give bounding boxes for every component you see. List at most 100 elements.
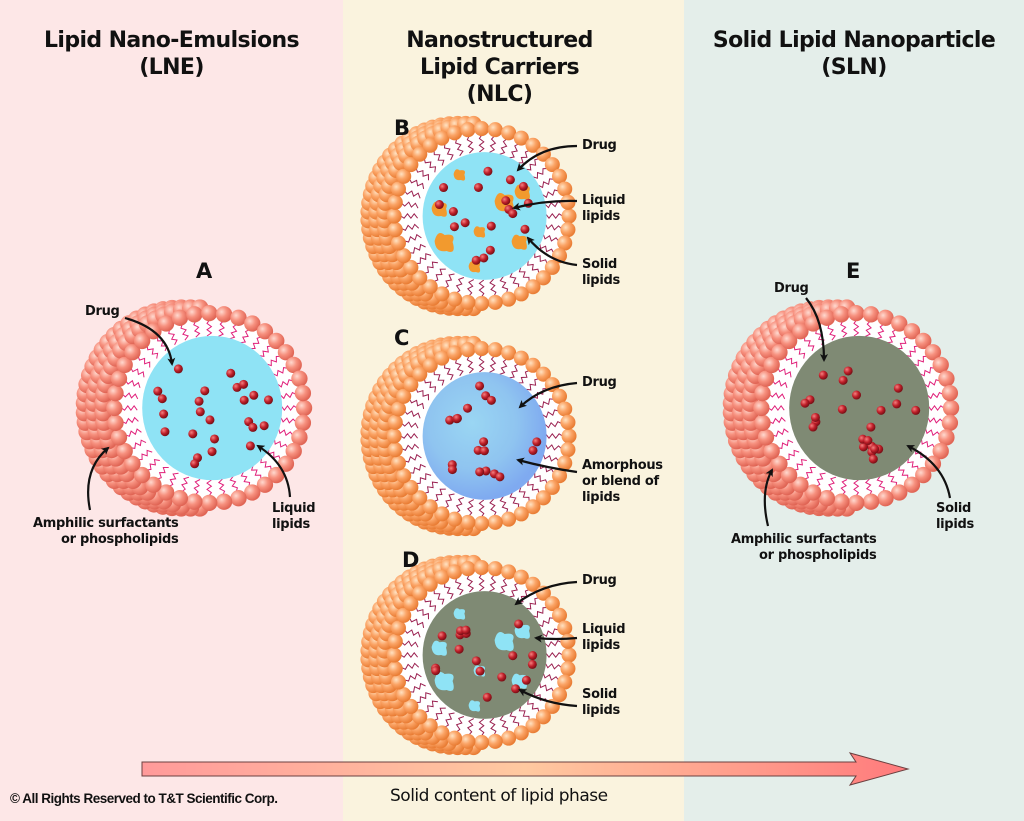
drug-molecule: [808, 422, 818, 432]
phospholipid-head: [561, 428, 577, 444]
lipid-tail: [401, 662, 420, 670]
drug-molecule: [518, 181, 528, 191]
lipid-tail: [146, 345, 159, 359]
lipid-tail: [539, 682, 555, 692]
copyright-notice: © All Rights Reserved to T&T Scientific …: [10, 791, 278, 806]
lipid-tail: [508, 143, 519, 159]
lipid-tail: [466, 574, 475, 593]
drug-molecule: [263, 395, 273, 405]
lipid-tail: [466, 718, 475, 736]
phospholipid-head: [501, 125, 517, 141]
drug-molecule: [207, 447, 217, 457]
phospholipid-head: [390, 455, 406, 471]
phospholipid-head: [386, 428, 402, 444]
phospholipid-head: [390, 181, 406, 197]
lipid-tail: [525, 158, 539, 171]
lipid-tail: [400, 212, 418, 220]
drug-molecule: [239, 395, 249, 405]
phospholipid-head: [757, 429, 775, 446]
lipid-tail: [865, 321, 872, 337]
phospholipid-head: [386, 208, 402, 224]
phospholipid-head: [403, 377, 419, 393]
phospholipid-head: [818, 309, 836, 326]
drug-molecule: [527, 659, 537, 669]
pointer-e-solid: [906, 445, 952, 499]
lipid-tail: [400, 651, 418, 659]
drug-molecule: [445, 415, 455, 425]
phospholipid-head: [544, 596, 560, 612]
lipid-tail: [466, 135, 475, 154]
drug-molecule: [479, 437, 489, 447]
phospholipid-head: [107, 414, 124, 431]
lipid-tail: [531, 607, 548, 618]
phospholipid-head: [557, 401, 573, 417]
label-a-drug: Drug: [85, 304, 120, 319]
lipid-tail: [541, 189, 559, 199]
lipid-tail: [444, 493, 455, 509]
lipid-tail: [816, 472, 826, 487]
lipid-tail: [545, 651, 563, 659]
pointer-a-liquid: [256, 444, 292, 498]
phospholipid-head: [501, 730, 517, 746]
phospholipid-head: [833, 493, 850, 510]
lipid-tail: [489, 498, 497, 517]
lipid-tail: [517, 150, 530, 164]
lipid-tail: [537, 178, 554, 189]
drug-molecule: [439, 183, 449, 193]
drug-molecule: [868, 454, 878, 464]
drug-molecule: [448, 207, 458, 217]
lipid-tail: [280, 404, 298, 412]
lipid-inclusion: [468, 700, 481, 712]
lipid-tail: [544, 421, 562, 429]
lipid-tail: [444, 712, 455, 728]
phospholipid-head: [557, 674, 573, 690]
phospholipid-head: [422, 357, 438, 373]
lipid-tail: [886, 329, 897, 344]
drug-molecule: [508, 209, 518, 219]
phospholipid-head: [525, 576, 541, 592]
lipid-inclusion: [434, 672, 454, 691]
phospholipid-head: [941, 414, 959, 431]
lipid-tail: [499, 358, 508, 375]
label-b-drug: Drug: [582, 138, 617, 153]
phospholipid-head: [780, 332, 798, 350]
lipid-tail: [544, 223, 562, 231]
phospholipid-head: [848, 494, 865, 512]
lipid-tail: [905, 345, 919, 358]
lipid-tail: [125, 379, 141, 388]
lipid-tail: [827, 324, 836, 341]
lipid-tail: [478, 354, 485, 373]
lipid-tail: [896, 336, 908, 349]
phospholipid-head: [447, 511, 463, 527]
drug-molecule: [195, 407, 205, 417]
phospholipid-head: [291, 429, 308, 446]
lipid-tail: [409, 463, 426, 474]
lipid-tail: [525, 597, 539, 610]
phospholipid-head: [387, 414, 403, 430]
phospholipid-head: [551, 687, 568, 703]
lipid-tail: [478, 279, 485, 298]
label-letter-e: E: [846, 259, 861, 283]
phospholipid-head: [487, 294, 503, 310]
phospholipid-head: [387, 222, 403, 238]
drug-molecule: [473, 182, 483, 192]
phospholipid-head: [133, 466, 151, 484]
lipid-tail: [531, 168, 548, 179]
lipid-tail: [913, 355, 928, 367]
drug-molecule: [479, 253, 489, 263]
lipid-tail: [138, 449, 153, 461]
drug-molecule: [471, 656, 481, 666]
phospholipid-head: [116, 442, 133, 460]
lipid-tail: [876, 324, 885, 340]
lipid-tail: [409, 243, 426, 254]
phospholipid-head: [256, 476, 274, 493]
phospholipid-head: [833, 306, 850, 323]
pointer-b-solid: [526, 236, 578, 267]
lipid-tail: [424, 700, 438, 713]
phospholipid-head: [780, 466, 798, 484]
drug-molecule: [475, 467, 485, 477]
